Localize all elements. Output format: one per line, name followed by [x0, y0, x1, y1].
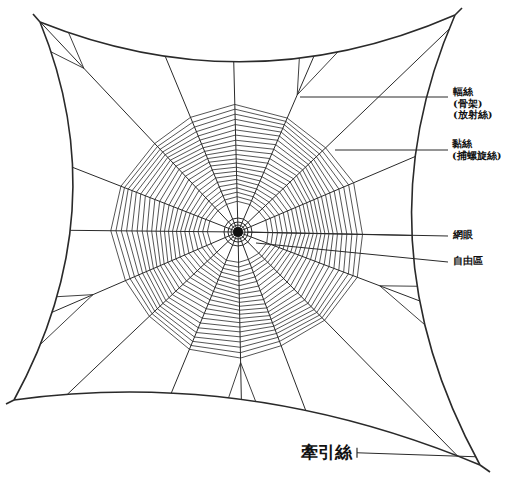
spiral-thread [116, 109, 357, 352]
frame-thread [14, 22, 73, 400]
anchor-thread [455, 8, 462, 15]
part-label: 自由區 [452, 255, 484, 267]
spiral-thread [160, 154, 317, 310]
radial-thread [73, 167, 238, 232]
radial-branch [380, 286, 425, 325]
anchor-label: 牽引絲 [300, 443, 353, 463]
radial-branch [380, 285, 417, 286]
radial-branch [57, 295, 93, 297]
anchor-thread [480, 465, 490, 472]
frame-thread [40, 15, 455, 62]
hub-ring [228, 222, 248, 242]
leader-line [357, 453, 476, 457]
leader-line [256, 243, 448, 262]
radial-thread [67, 232, 238, 394]
hub-center [233, 227, 243, 237]
radial-branch [241, 363, 256, 402]
radial-branch [297, 52, 338, 95]
spiral-thread [156, 150, 321, 314]
frame-thread [14, 392, 480, 465]
radial-thread [70, 230, 238, 232]
radial-thread [238, 29, 449, 232]
leader-line [300, 97, 448, 98]
web-threads [6, 8, 490, 472]
radial-branch [229, 363, 241, 398]
anchor-thread [33, 14, 40, 22]
frame-thread [412, 15, 480, 465]
radial-branch [69, 33, 84, 69]
spiral-thread [111, 104, 363, 358]
part-label: 輻絲 (骨架) (放射絲) [452, 86, 500, 121]
spiral-thread [152, 145, 325, 318]
leader-line [335, 150, 448, 151]
radial-thread [234, 62, 238, 232]
radial-thread [40, 22, 238, 232]
radial-thread [238, 56, 314, 232]
part-label: 黏絲 (捕螺旋絲) [451, 138, 503, 161]
hub-ring [231, 225, 245, 239]
part-label: 網眼 [452, 229, 474, 241]
leader-line [247, 232, 448, 236]
spiral-thread [147, 140, 329, 322]
spiral-thread [127, 119, 347, 342]
anchor-thread [6, 400, 14, 404]
spiral-thread [132, 125, 342, 337]
leaders [247, 97, 476, 458]
radial-branch [297, 58, 299, 95]
spiral-thread [142, 135, 333, 327]
spiral-thread [137, 130, 337, 332]
radial-branch [51, 52, 84, 68]
radial-branch [40, 295, 93, 345]
radial-thread [238, 232, 241, 399]
